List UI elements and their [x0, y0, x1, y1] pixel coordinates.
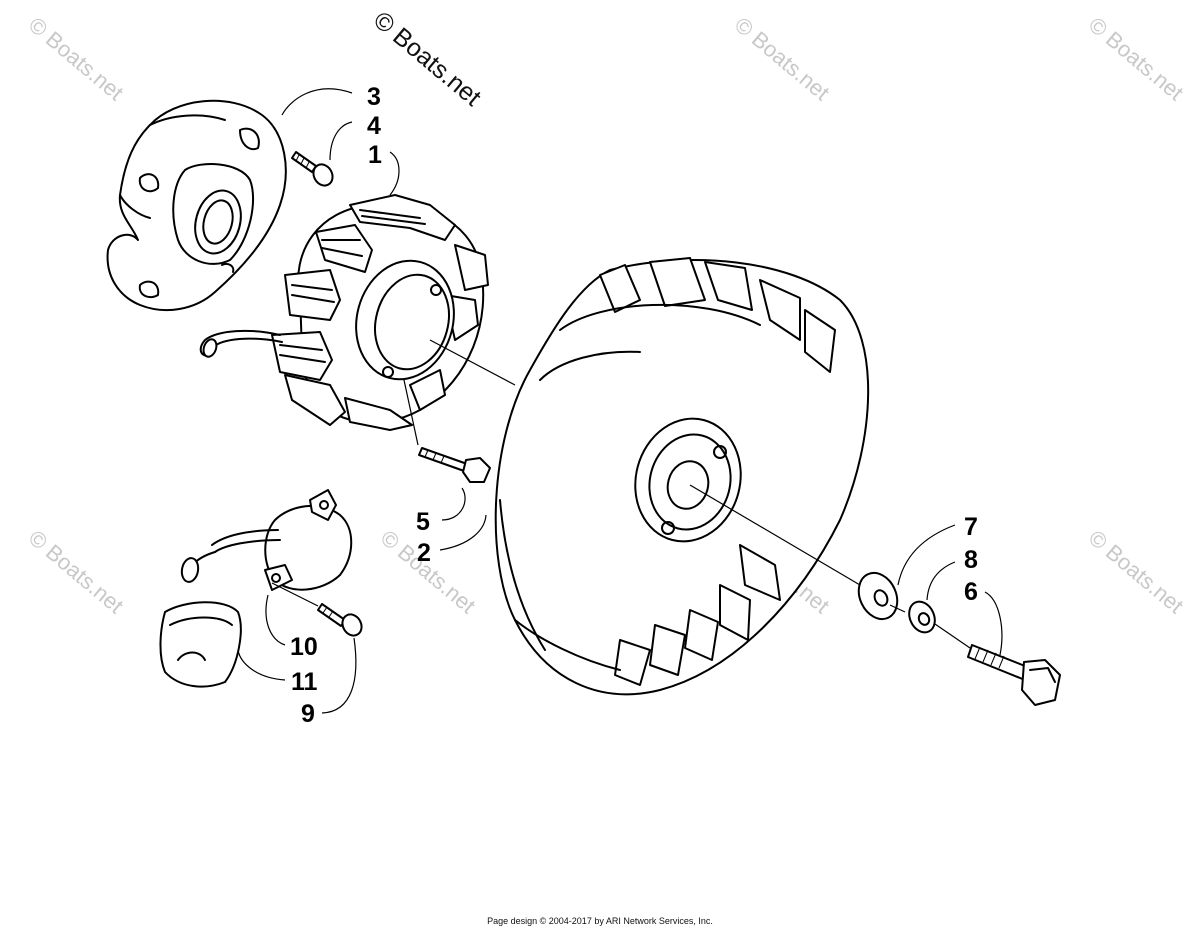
leader-lines [237, 88, 1003, 714]
screw-part-4 [291, 151, 334, 187]
assembly-lines [271, 339, 971, 649]
callout-4: 4 [367, 112, 381, 140]
callout-7: 7 [964, 513, 978, 541]
screw-part-9 [317, 603, 363, 637]
callout-2: 2 [417, 539, 431, 567]
footer-copyright: Page design © 2004-2017 by ARI Network S… [487, 916, 713, 926]
pulser-coil-part [180, 489, 353, 591]
callout-5: 5 [416, 508, 430, 536]
washer-part-8 [908, 600, 936, 634]
stator-coil-part [199, 194, 489, 431]
callout-numbers: 3 4 1 5 2 7 8 6 10 11 9 [290, 83, 978, 728]
callout-11: 11 [291, 668, 318, 696]
spacer-block-part [159, 601, 242, 688]
callout-9: 9 [301, 700, 315, 728]
callout-6: 6 [964, 578, 978, 606]
callout-10: 10 [290, 633, 318, 661]
washer-part-7 [857, 571, 899, 621]
callout-1: 1 [368, 141, 382, 169]
callout-8: 8 [964, 546, 978, 574]
stator-base-plate-part [106, 99, 287, 312]
screw-part-5 [418, 447, 491, 483]
flywheel-part [494, 257, 870, 696]
callout-3: 3 [367, 83, 381, 111]
bolt-part-6 [967, 644, 1061, 706]
